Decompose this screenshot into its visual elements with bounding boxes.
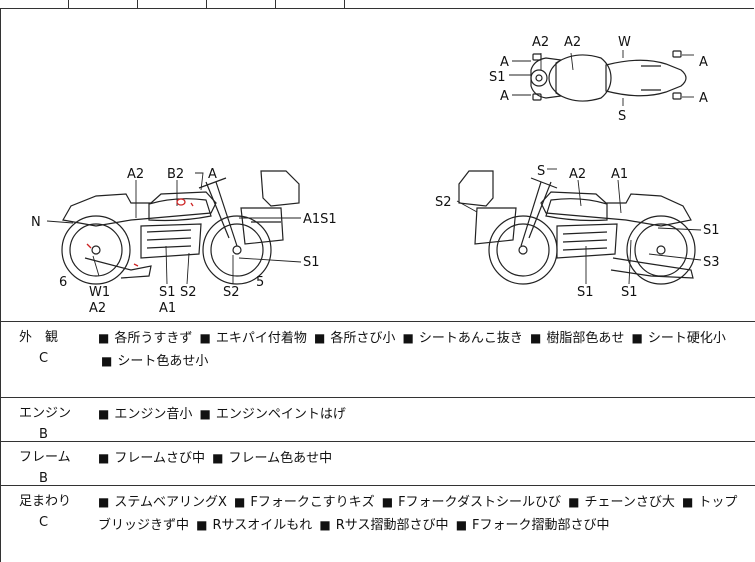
label-left-a1s1: A1S1 (303, 212, 337, 227)
label-top-s1: S1 (489, 70, 506, 85)
label-left-s1-lower: S1 (159, 285, 176, 300)
label-top-a-right-upper: A (699, 55, 708, 70)
note-item: ステムベアリングX (98, 495, 227, 510)
label-right-s2: S2 (435, 195, 452, 210)
note-item: 各所さび小 (311, 331, 395, 346)
label-right-s1-lower-1: S1 (577, 285, 594, 300)
motorcycle-damage-diagram: A2 A2 W A A S1 A A S A2 B2 A N A1S1 S1 6… (0, 8, 755, 321)
category-name: エンジン (19, 406, 72, 421)
label-left-b2: B2 (167, 167, 184, 182)
category-name: 足まわり (19, 494, 72, 509)
leader-lines (46, 50, 702, 285)
label-top-w: W (618, 35, 631, 50)
note-item: エキパイ付着物 (197, 331, 307, 346)
label-top-a2-2: A2 (564, 35, 581, 50)
label-left-6: 6 (59, 275, 67, 290)
label-top-s: S (618, 109, 626, 124)
left-view-drawing (61, 170, 300, 285)
label-left-n: N (31, 215, 41, 230)
note-item: 樹脂部色あせ (527, 331, 624, 346)
top-view-drawing (530, 50, 687, 102)
label-left-a: A (208, 167, 217, 182)
label-left-a2-upper: A2 (127, 167, 144, 182)
notes-cell: ステムベアリングX Fフォークこすりキズ Fフォークダストシールひび チェーンさ… (98, 491, 748, 537)
category-grade: C (39, 515, 49, 530)
inspection-table: 外 観 C 各所うすきず エキパイ付着物 各所さび小 シートあんこ抜き 樹脂部色… (0, 321, 755, 562)
note-item: Rサスオイルもれ (193, 518, 312, 533)
category-name: フレーム (19, 450, 71, 465)
label-left-s1-right: S1 (303, 255, 320, 270)
label-right-s1-upper: S1 (703, 223, 720, 238)
note-item: Fフォークこすりキズ (231, 495, 375, 510)
label-right-a2: A2 (569, 167, 586, 182)
label-left-a2-lower: A2 (89, 301, 106, 316)
row-suspension: 足まわり C ステムベアリングX Fフォークこすりキズ Fフォークダストシールひ… (0, 485, 755, 562)
label-right-s3: S3 (703, 255, 720, 270)
note-item: エンジンペイントはげ (197, 407, 346, 422)
note-item: フレーム色あせ中 (209, 451, 332, 466)
row-frame: フレーム B フレームさび中 フレーム色あせ中 (0, 441, 755, 486)
label-left-a1: A1 (159, 301, 176, 316)
note-item: 各所うすきず (98, 331, 192, 346)
row-engine: エンジン B エンジン音小 エンジンペイントはげ (0, 397, 755, 442)
category-grade: B (39, 471, 48, 486)
category-grade: C (39, 351, 49, 366)
right-view-drawing (458, 170, 696, 285)
note-item: シートあんこ抜き (400, 331, 523, 346)
note-item: Rサス摺動部さび中 (316, 518, 448, 533)
label-left-5: 5 (256, 275, 264, 290)
note-item: Fフォークダストシールひび (379, 495, 561, 510)
label-top-a-left-upper: A (500, 55, 509, 70)
label-left-s2-1: S2 (180, 285, 197, 300)
category-cell: 足まわり C (19, 491, 79, 533)
row-exterior: 外 観 C 各所うすきず エキパイ付着物 各所さび小 シートあんこ抜き 樹脂部色… (0, 321, 755, 398)
category-cell: フレーム B (19, 447, 79, 489)
note-item: Fフォーク摺動部さび中 (453, 518, 610, 533)
damage-marks (86, 198, 194, 267)
label-right-s: S (537, 164, 545, 179)
notes-cell: 各所うすきず エキパイ付着物 各所さび小 シートあんこ抜き 樹脂部色あせ シート… (98, 327, 748, 373)
note-item: シート色あせ小 (98, 354, 208, 369)
notes-cell: フレームさび中 フレーム色あせ中 (98, 447, 748, 470)
label-left-w1: W1 (89, 285, 110, 300)
category-grade: B (39, 427, 48, 442)
top-table-strip (0, 0, 754, 9)
category-cell: 外 観 C (19, 327, 79, 369)
note-item: チェーンさび大 (565, 495, 675, 510)
label-right-a1: A1 (611, 167, 628, 182)
label-left-s2-2: S2 (223, 285, 240, 300)
category-cell: エンジン B (19, 403, 79, 445)
note-item: フレームさび中 (98, 451, 205, 466)
notes-cell: エンジン音小 エンジンペイントはげ (98, 403, 748, 426)
diagram-canvas: A2 A2 W A A S1 A A S A2 B2 A N A1S1 S1 6… (31, 35, 720, 316)
label-top-a2-1: A2 (532, 35, 549, 50)
label-top-a-right-lower: A (699, 91, 708, 106)
category-name: 外 観 (19, 330, 59, 345)
note-item: エンジン音小 (98, 407, 192, 422)
note-item: シート硬化小 (629, 331, 726, 346)
label-right-s1-lower-2: S1 (621, 285, 638, 300)
label-top-a-left-lower: A (500, 89, 509, 104)
